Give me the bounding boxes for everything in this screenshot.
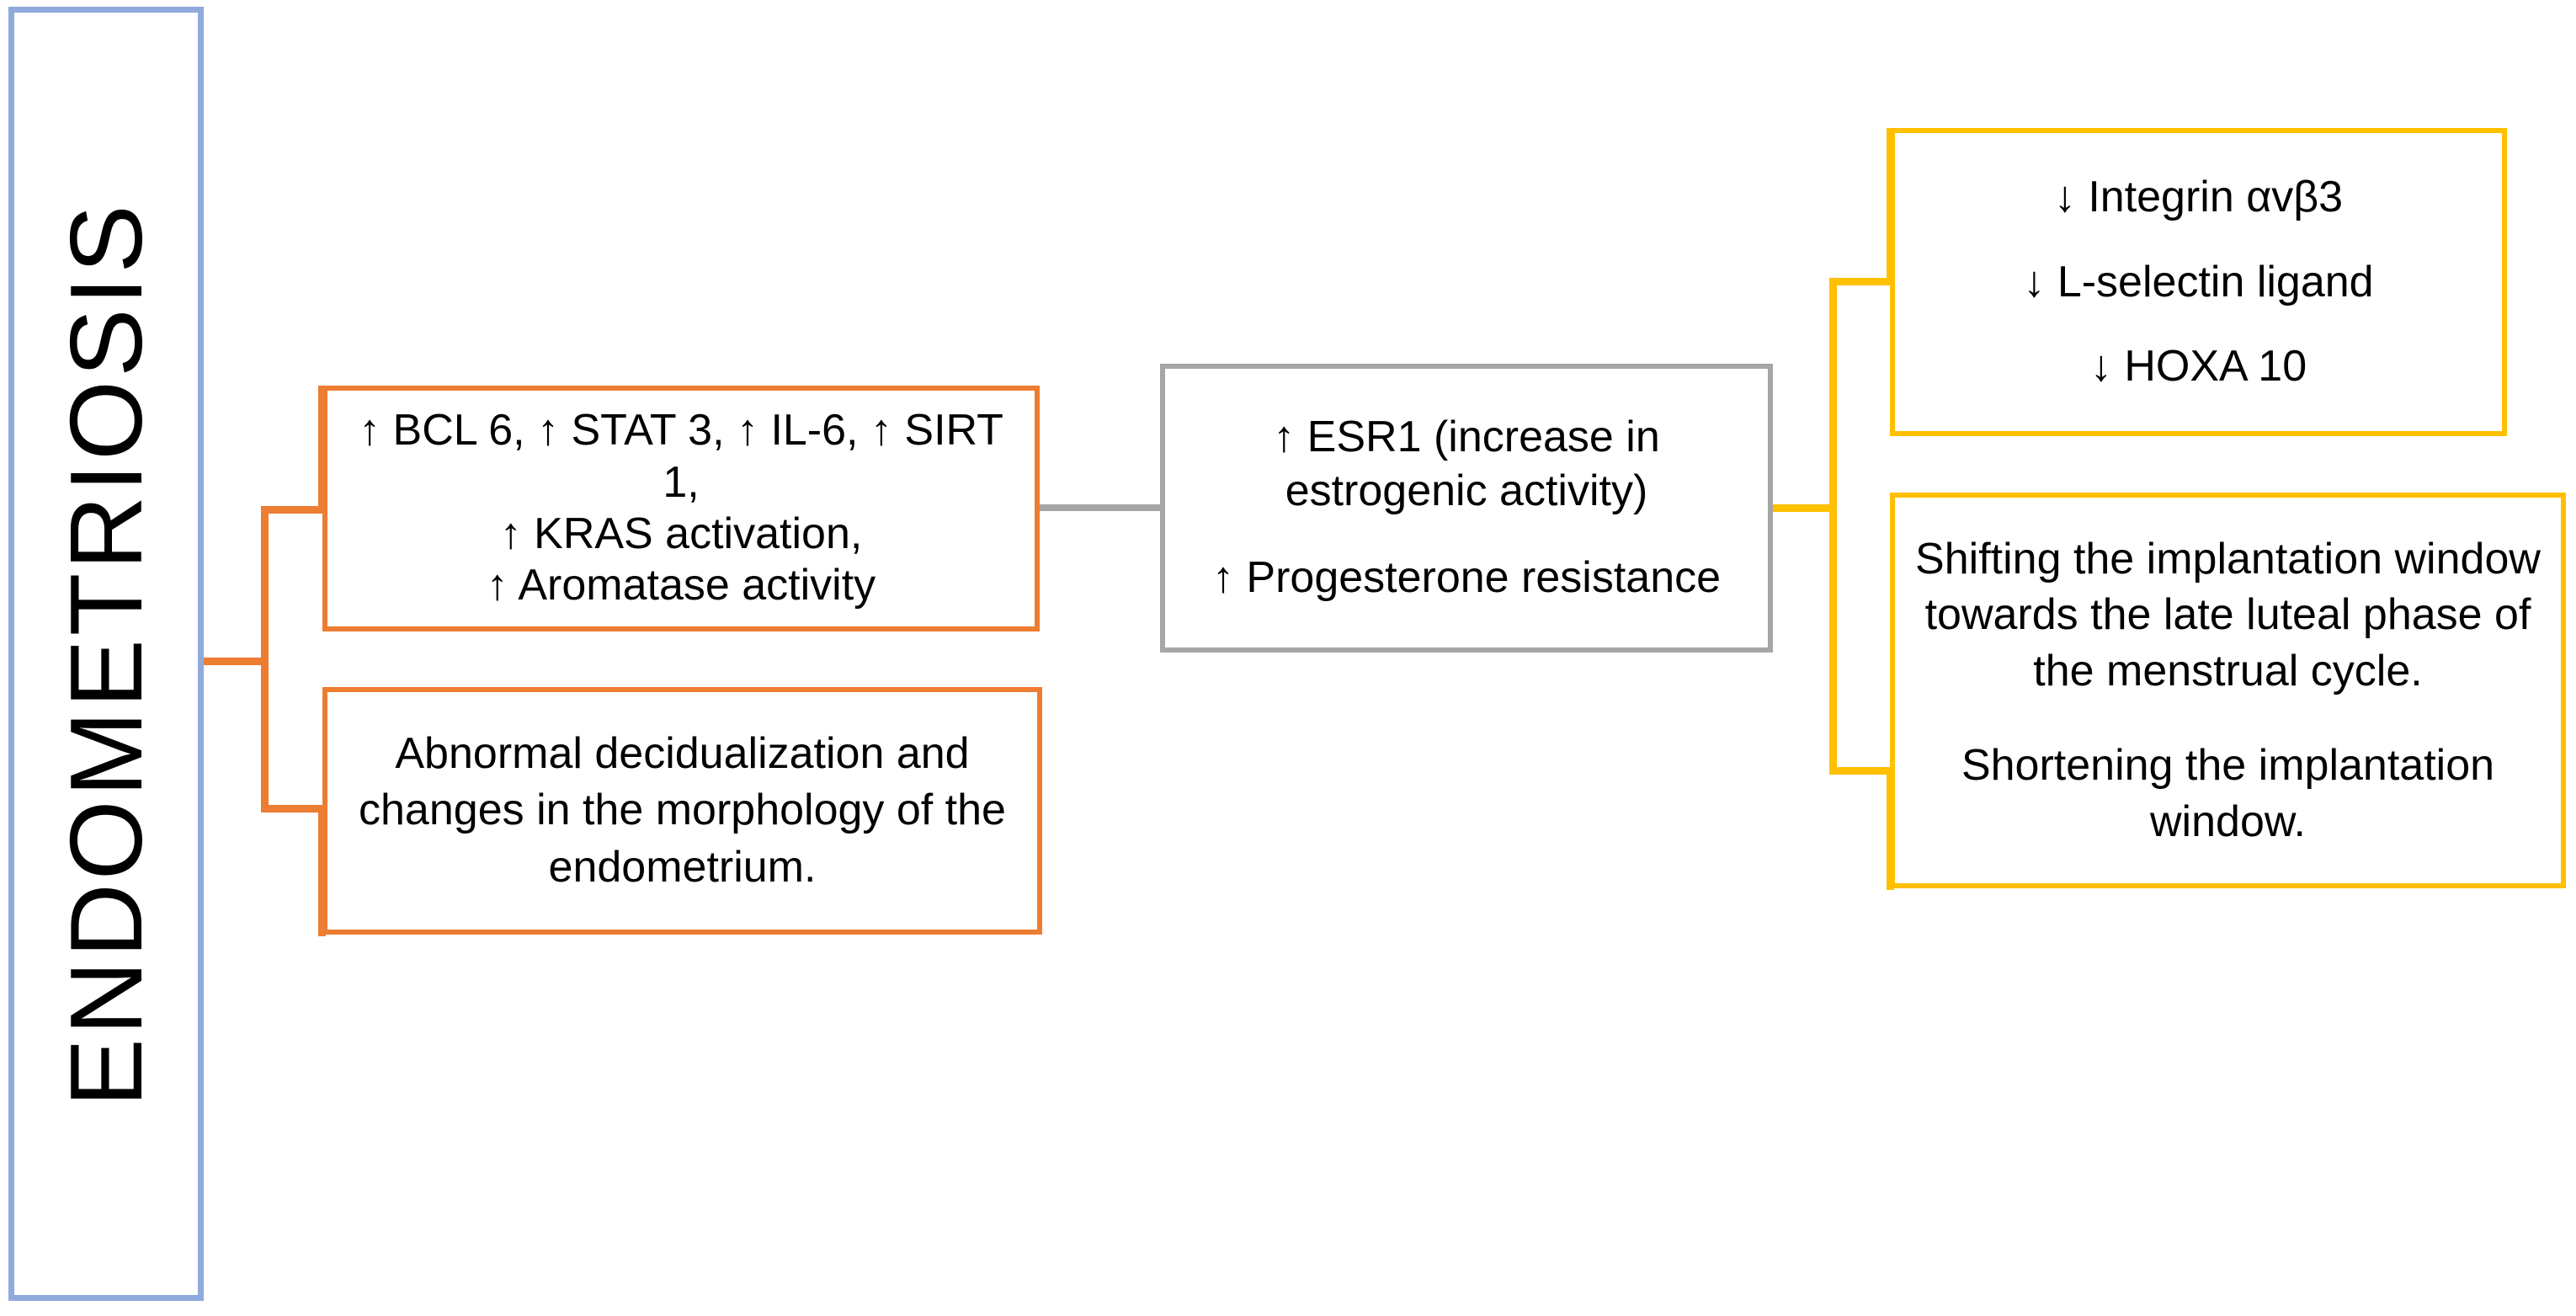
node-estrogen[interactable]: ↑ ESR1 (increase in estrogenic activity)… [1160,364,1773,653]
gray-connector-link [1040,504,1163,511]
yellow-connector-trunk [1829,278,1837,775]
node-estrogen-line-1: ↑ ESR1 (increase in estrogenic activity) [1273,413,1660,515]
node-implantation[interactable]: Shifting the implantation window towards… [1890,493,2566,888]
orange-connector-riser-bottom [318,805,326,936]
yellow-connector-stub [1773,504,1837,512]
orange-connector-riser-top [318,386,326,514]
orange-connector-trunk [261,506,269,813]
node-estrogen-line-2: ↑ Progesterone resistance [1211,553,1722,603]
orange-connector-stub [204,658,268,665]
yellow-connector-branch-top [1829,278,1893,285]
endometriosis-title-box: ENDOMETRIOSIS [8,7,204,1301]
node-markers[interactable]: ↓ Integrin αvβ3 ↓ L-selectin ligand ↓ HO… [1890,128,2507,436]
yellow-connector-branch-bottom [1829,767,1893,775]
node-growth-factors-line-2: ↑ KRAS activation, [499,509,863,558]
orange-connector-branch-bottom [261,805,325,813]
node-markers-line-3: ↓ HOXA 10 [2089,342,2307,392]
node-implantation-line-2: Shortening the implantation window. [1961,741,2495,846]
node-decidualization[interactable]: Abnormal decidualization and changes in … [322,687,1042,935]
node-growth-factors-line-3: ↑ Aromatase activity [486,561,876,610]
node-growth-factors-line-1: ↑ BCL 6, ↑ STAT 3, ↑ IL-6, ↑ SIRT 1, [359,406,1003,507]
node-markers-line-2: ↓ L-selectin ligand [2023,257,2374,306]
node-decidualization-line-1: Abnormal decidualization and changes in … [359,728,1006,892]
node-implantation-line-1: Shifting the implantation window towards… [1915,534,2541,695]
node-growth-factors[interactable]: ↑ BCL 6, ↑ STAT 3, ↑ IL-6, ↑ SIRT 1, ↑ K… [322,386,1040,631]
node-markers-line-1: ↓ Integrin αvβ3 [2053,173,2344,222]
page-title: ENDOMETRIOSIS [49,200,163,1107]
orange-connector-branch-top [261,506,325,514]
